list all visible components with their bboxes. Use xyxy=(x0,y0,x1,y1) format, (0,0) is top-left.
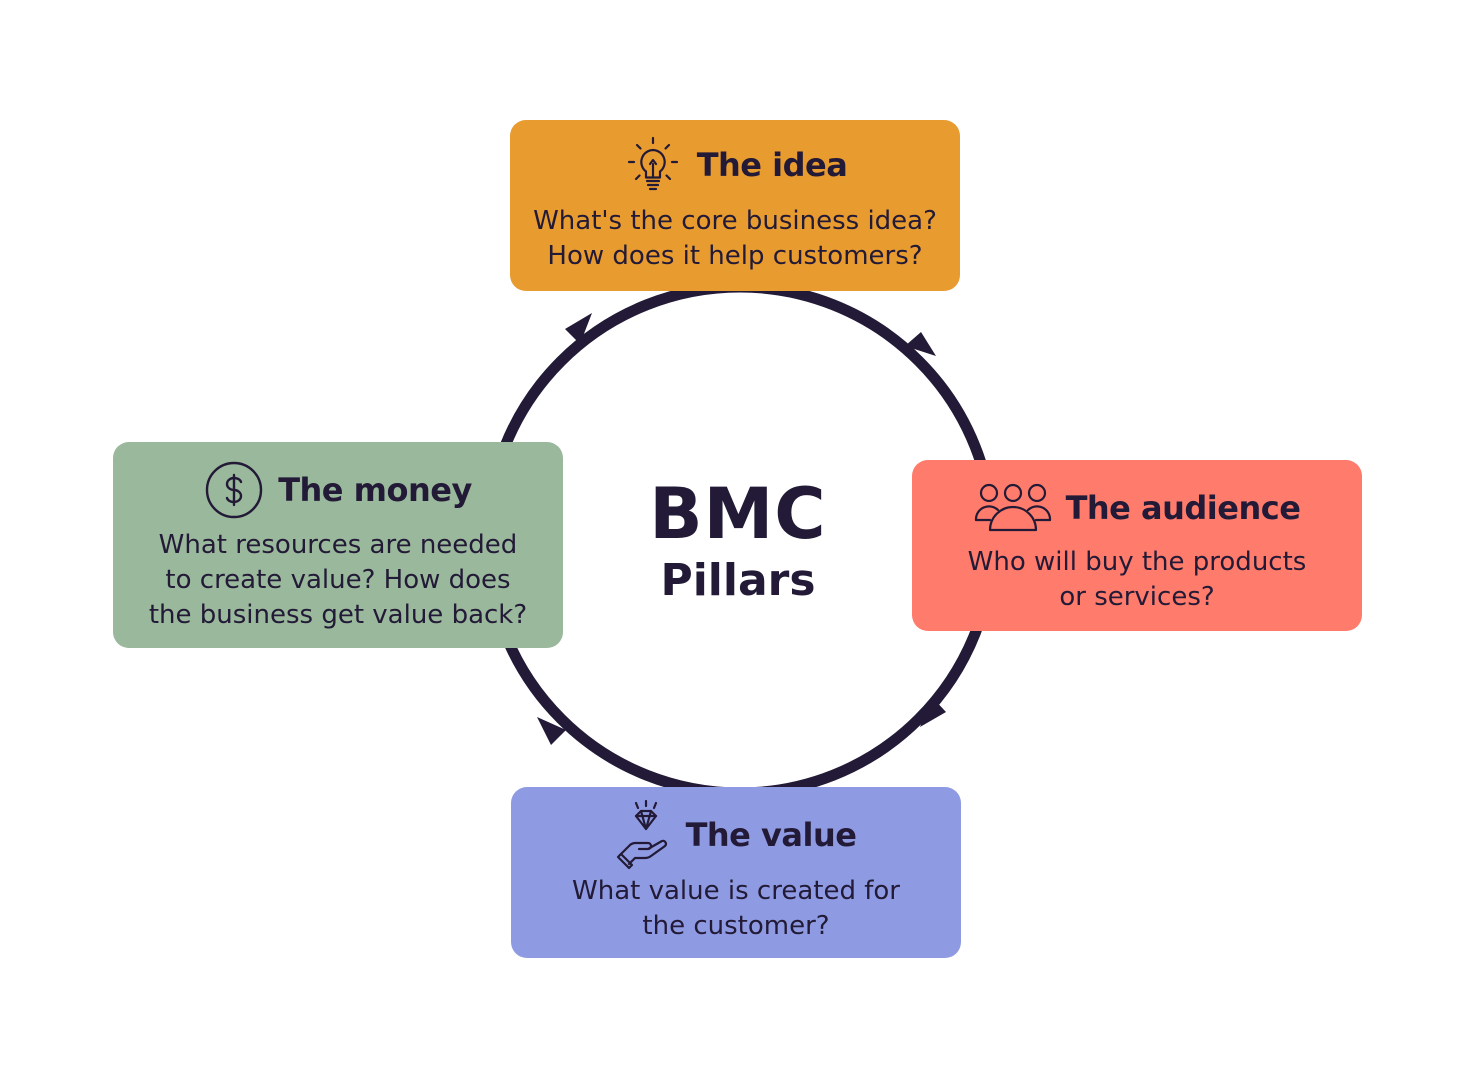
pillar-card-audience: The audience Who will buy the products o… xyxy=(912,460,1362,631)
pillar-card-value: The value What value is created for the … xyxy=(511,787,961,958)
arrow-audience-to-value xyxy=(920,697,946,727)
description-line: the customer? xyxy=(642,911,830,941)
description-line: How does it help customers? xyxy=(547,241,923,271)
diagram-title: BMC xyxy=(649,473,827,555)
card-header-money: The money xyxy=(113,460,563,520)
pillar-card-money: The money What resources are needed to c… xyxy=(113,442,563,648)
description-line: What value is created for xyxy=(572,876,900,906)
card-header-idea: The idea xyxy=(510,134,960,196)
description-line: to create value? How does xyxy=(165,565,511,595)
arrow-idea-to-audience xyxy=(905,332,936,356)
arrow-value-to-money xyxy=(537,717,566,745)
description-line: What resources are needed xyxy=(158,530,518,560)
hand-diamond-icon xyxy=(616,799,672,871)
description-line: Who will buy the products xyxy=(967,547,1307,577)
lightbulb-icon xyxy=(623,135,683,195)
people-icon xyxy=(974,482,1052,534)
center-title: BMC Pillars xyxy=(588,472,888,606)
pillar-card-idea: The idea What's the core business idea? … xyxy=(510,120,960,291)
description-line: the business get value back? xyxy=(148,600,528,630)
card-title-money: The money xyxy=(278,471,472,509)
card-title-value: The value xyxy=(685,816,857,854)
card-description-audience: Who will buy the products or services? xyxy=(920,545,1354,615)
card-description-idea: What's the core business idea? How does … xyxy=(518,204,952,274)
card-title-audience: The audience xyxy=(1065,489,1301,527)
card-description-value: What value is created for the customer? xyxy=(519,874,953,944)
card-title-idea: The idea xyxy=(696,146,848,184)
diagram-subtitle: Pillars xyxy=(660,555,816,606)
card-header-value: The value xyxy=(511,795,961,875)
card-description-money: What resources are needed to create valu… xyxy=(121,528,555,633)
arrow-money-to-idea xyxy=(565,313,592,344)
description-line: What's the core business idea? xyxy=(533,206,937,236)
card-header-audience: The audience xyxy=(912,478,1362,538)
dollar-coin-icon xyxy=(204,460,264,520)
description-line: or services? xyxy=(1059,582,1215,612)
